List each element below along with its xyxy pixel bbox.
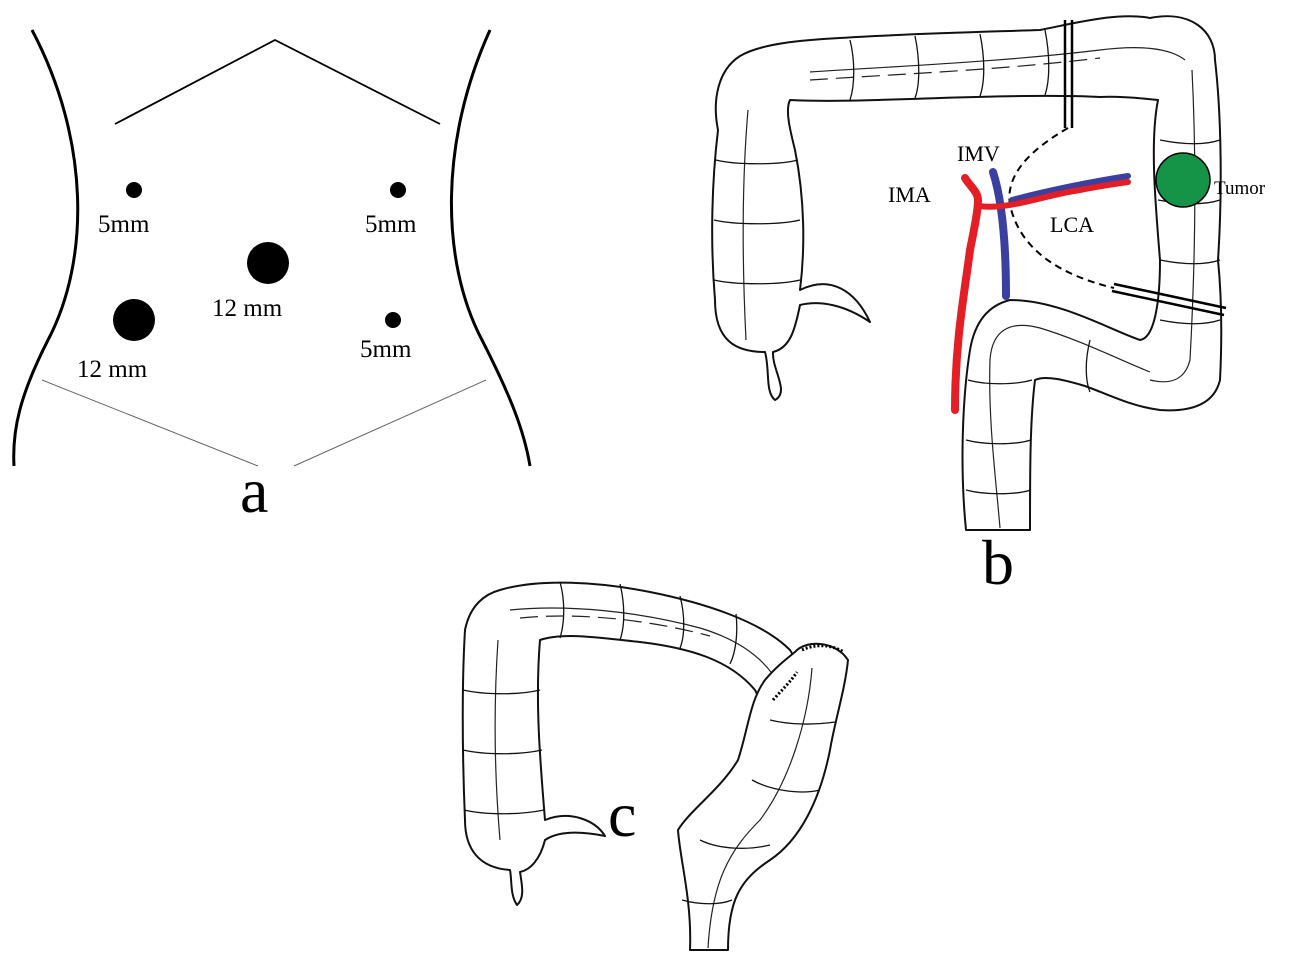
port-12mm-center: [247, 242, 289, 284]
lca-vein-branch: [1012, 176, 1128, 200]
label-tumor: Tumor: [1214, 178, 1266, 199]
costal-margin: [115, 40, 440, 124]
panel-letter-a: a: [240, 455, 268, 526]
panel-letter-b: b: [982, 527, 1014, 598]
inguinal-line-right: [294, 380, 486, 466]
port-12mm-lower-left: [113, 299, 155, 341]
tumor: [1156, 153, 1210, 207]
port-5mm-upper-left: [126, 182, 142, 198]
panel-b-colon-resection: IMV IMA LCA Tumor b: [712, 16, 1266, 598]
label-lca: LCA: [1050, 212, 1094, 237]
port-label-lower-right: 5mm: [360, 336, 412, 363]
port-label-center: 12 mm: [212, 295, 283, 322]
panel-c-anastomosis: c: [463, 582, 848, 950]
imv-vein: [993, 172, 1006, 296]
torso-right-contour: [451, 30, 530, 466]
port-label-upper-left: 5mm: [98, 211, 150, 238]
panel-a-abdomen: 5mm 5mm 12 mm 12 mm 5mm a: [14, 30, 530, 526]
inguinal-line-left: [42, 380, 258, 466]
port-5mm-lower-right: [385, 312, 401, 328]
label-ima: IMA: [888, 182, 931, 207]
torso-left-contour: [14, 30, 78, 466]
port-label-upper-right: 5mm: [365, 211, 417, 238]
mesenteric-cut-line: [1009, 128, 1114, 288]
panel-letter-c: c: [608, 779, 636, 850]
port-5mm-upper-right: [390, 182, 406, 198]
port-label-lower-left: 12 mm: [77, 356, 148, 383]
label-imv: IMV: [957, 141, 1000, 166]
